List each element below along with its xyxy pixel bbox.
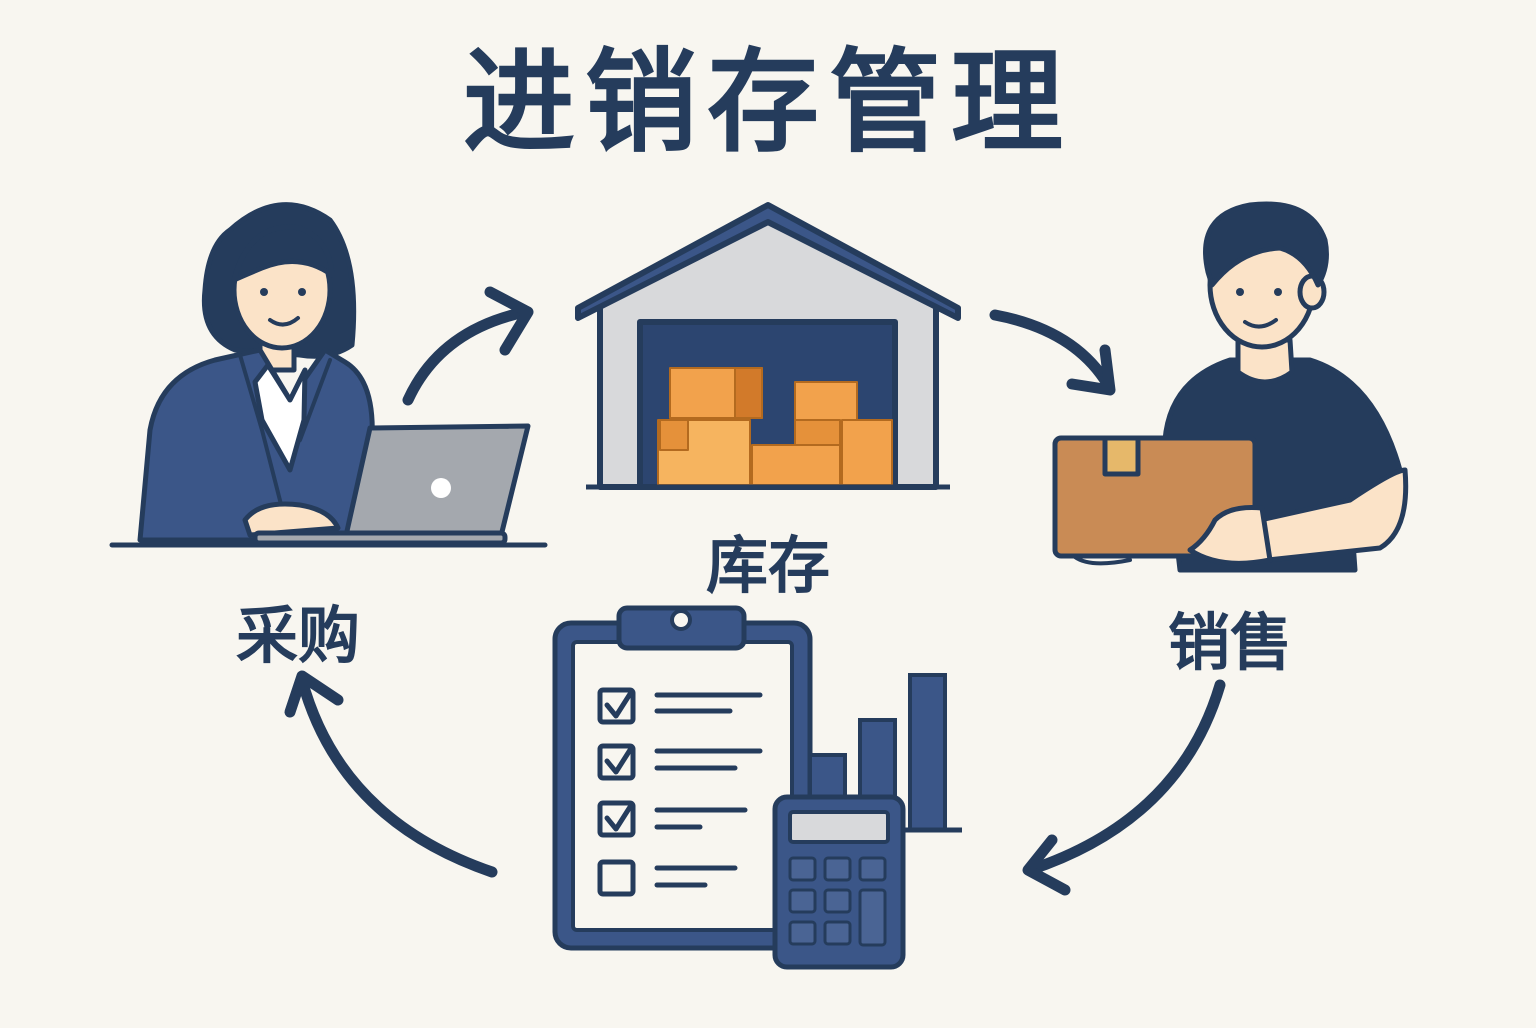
warehouse-icon xyxy=(575,202,961,490)
arrow-inventory-to-sales-icon xyxy=(989,309,1116,396)
arrow-sales-to-report-icon xyxy=(1022,679,1226,896)
man-holding-box-icon xyxy=(1052,201,1409,573)
stage-label-sales: 销售 xyxy=(1167,606,1292,679)
stage-label-inventory: 库存 xyxy=(705,529,830,602)
arrow-purchase-to-inventory-icon xyxy=(402,286,534,406)
stage-label-purchase: 采购 xyxy=(235,599,360,672)
arrow-report-to-purchase-icon xyxy=(284,670,498,878)
checklist-clipboard-icon xyxy=(552,605,813,951)
woman-at-laptop-icon xyxy=(109,202,548,548)
cycle-arrows xyxy=(284,286,1226,896)
diagram-title: 进销存管理 xyxy=(463,38,1073,168)
calculator-icon xyxy=(772,794,906,970)
